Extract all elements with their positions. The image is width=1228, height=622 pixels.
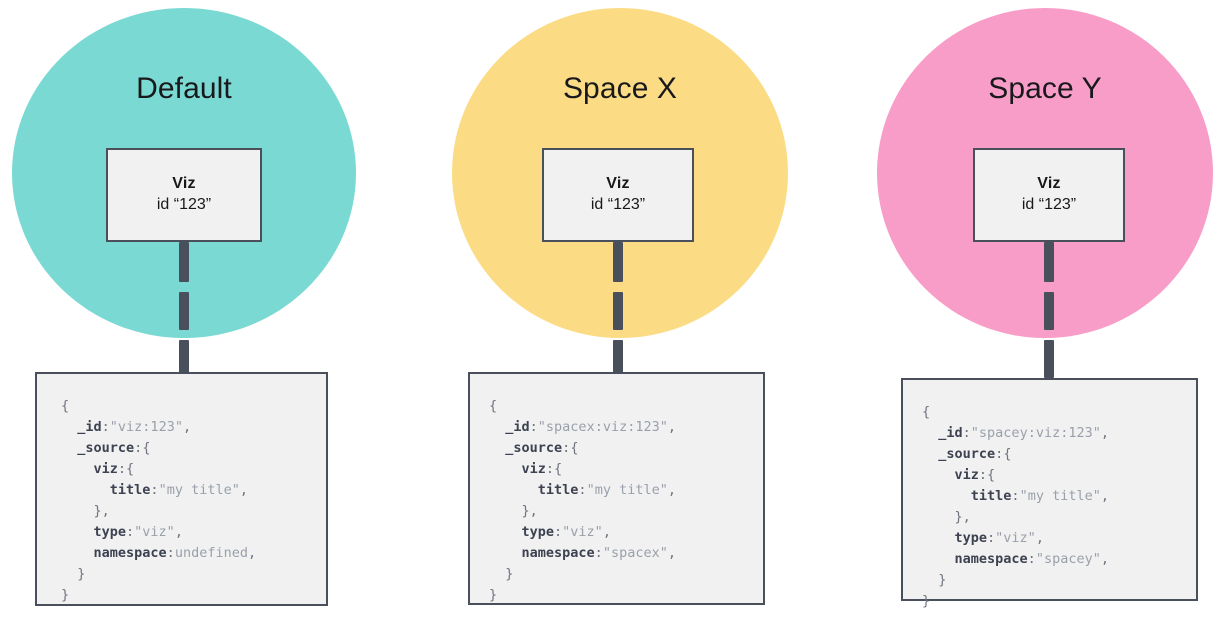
code-line: _source:{ [938,446,1012,462]
viz-node-title: Viz [606,175,630,193]
code-line: namespace:"spacex", [521,545,676,561]
code-line: namespace:"spacey", [954,551,1109,567]
code-line: _source:{ [77,440,151,456]
viz-node-spacex[interactable]: Viz id “123” [542,148,694,242]
code-line: type:"viz", [521,524,611,540]
code-panel-default: { _id:"viz:123", _source:{ viz:{ title:"… [35,372,328,606]
code-line: _id:"spacex:viz:123", [505,419,676,435]
code-line: viz:{ [521,461,563,477]
space-title-spacex: Space X [562,72,678,105]
code-panel-spacex: { _id:"spacex:viz:123", _source:{ viz:{ … [468,372,765,605]
code-line: } [489,587,498,603]
code-line: type:"viz", [93,524,183,540]
code-line: _id:"viz:123", [77,419,192,435]
code-line: viz:{ [954,467,996,483]
code-line: }, [521,503,538,519]
code-line: } [938,572,947,588]
code-line: { [61,398,70,414]
code-line: } [922,593,931,609]
code-line: title:"my title", [109,482,248,498]
code-line: namespace:undefined, [93,545,257,561]
code-line: { [922,404,931,420]
code-line: type:"viz", [954,530,1044,546]
code-panel-spacey: { _id:"spacey:viz:123", _source:{ viz:{ … [901,378,1198,609]
code-line: } [77,566,86,582]
viz-node-spacey[interactable]: Viz id “123” [973,148,1125,242]
connector-spacex [613,242,623,374]
space-title-default: Default [136,72,232,105]
code-block-spacey: { _id:"spacey:viz:123", _source:{ viz:{ … [903,402,1196,612]
code-line: _source:{ [505,440,579,456]
code-block-default: { _id:"viz:123", _source:{ viz:{ title:"… [37,396,326,606]
viz-node-id: id “123” [1021,196,1077,214]
code-line: title:"my title", [537,482,676,498]
code-line: _id:"spacey:viz:123", [938,425,1109,441]
viz-node-default[interactable]: Viz id “123” [106,148,262,242]
code-line: title:"my title", [970,488,1109,504]
viz-node-title: Viz [172,175,196,193]
code-line: viz:{ [93,461,135,477]
code-line: } [505,566,514,582]
connector-spacey [1044,242,1054,378]
space-title-spacey: Space Y [988,72,1102,105]
viz-node-id: id “123” [156,196,212,214]
code-line: } [61,587,70,603]
viz-node-id: id “123” [590,196,646,214]
code-block-spacex: { _id:"spacex:viz:123", _source:{ viz:{ … [470,396,763,606]
code-line: }, [954,509,971,525]
code-line: }, [93,503,110,519]
code-line: { [489,398,498,414]
viz-node-title: Viz [1037,175,1061,193]
connector-default [179,242,189,374]
